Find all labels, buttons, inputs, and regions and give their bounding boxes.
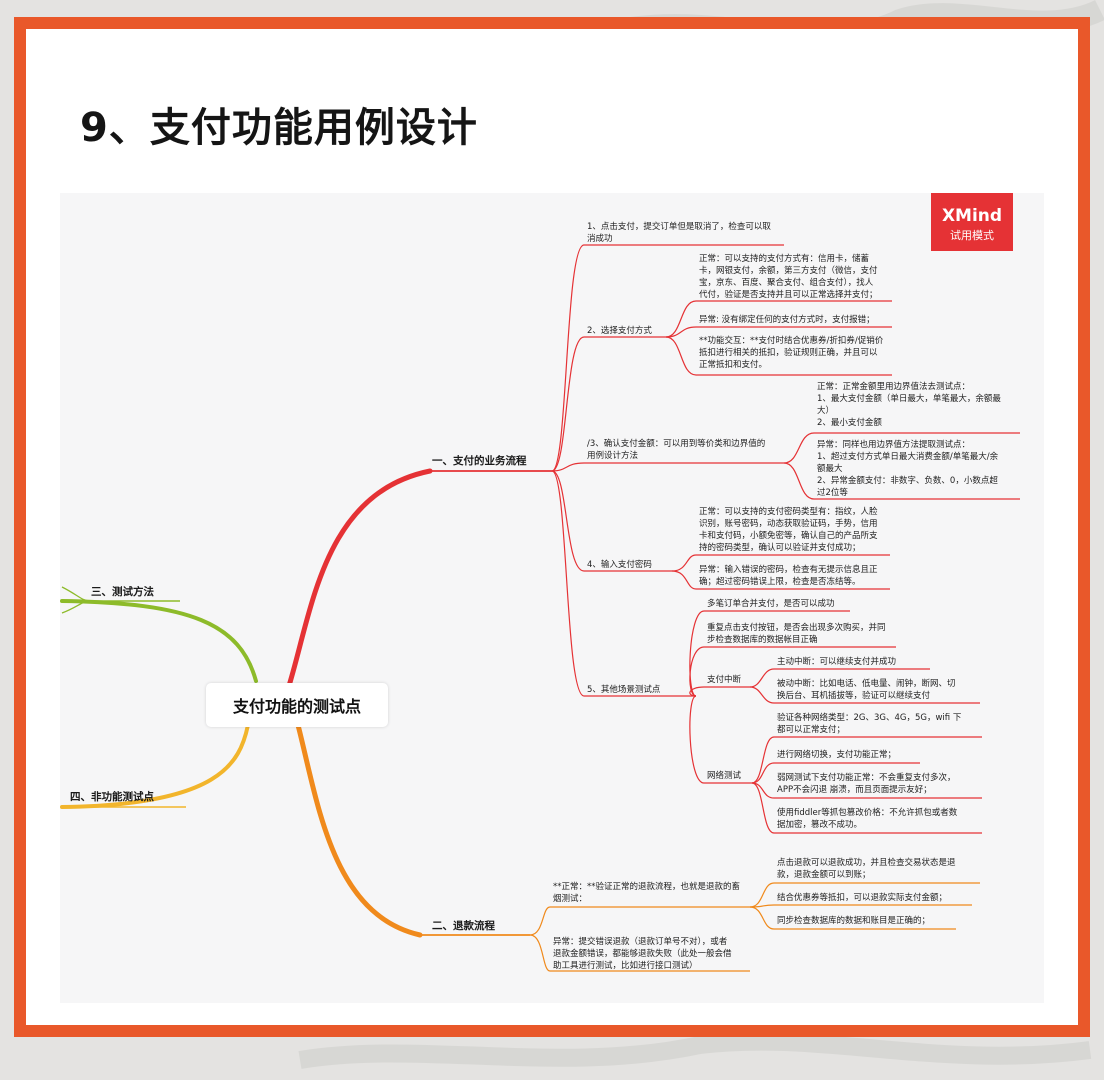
topic-network-switch[interactable]: 进行网络切换，支付功能正常； bbox=[777, 750, 897, 760]
branch-business-flow[interactable]: 一、支付的业务流程 bbox=[432, 455, 527, 467]
topic-refund-abnormal[interactable]: 异常：提交错误退款（退款订单号不对），或者 退款金额错误，都能够退款失败（此处一… bbox=[553, 937, 732, 971]
page-title: 9、支付功能用例设计 bbox=[80, 105, 478, 151]
topic-pay-interrupt[interactable]: 支付中断 bbox=[707, 675, 742, 685]
topic-refund-item-3[interactable]: 同步检查数据库的数据和账目是正确的； bbox=[777, 916, 931, 926]
topic-method-interaction[interactable]: **功能交互：**支付时结合优惠券/折扣券/促销价 抵扣进行相关的抵扣，验证规则… bbox=[699, 336, 884, 370]
branch-curve-nonfunc bbox=[60, 723, 250, 809]
topic-refund-item-1[interactable]: 点击退款可以退款成功，并且检查交易状态是退 款，退款金额可以到账； bbox=[777, 858, 956, 880]
topic-network-test[interactable]: 网络测试 bbox=[707, 771, 742, 781]
mindmap-canvas: XMind 试用模式 支付功能的测试点 一、支付的业务流程 二、退款流程 三、测… bbox=[60, 193, 1044, 1003]
topic-fiddler-tamper[interactable]: 使用fiddler等抓包篡改价格：不允许抓包或者数 据加密，篡改不成功。 bbox=[777, 808, 958, 830]
topic-weak-network[interactable]: 弱网测试下支付功能正常：不会重复支付多次， APP不会闪退 崩溃，而且页面提示友… bbox=[777, 773, 956, 795]
branch-test-methods[interactable]: 三、测试方法 bbox=[91, 586, 154, 598]
topic-click-pay-cancel[interactable]: 1、点击支付，提交订单但是取消了，检查可以取 消成功 bbox=[587, 222, 771, 244]
topic-other-scenarios[interactable]: 5、其他场景测试点 bbox=[587, 685, 661, 695]
topic-refund-normal[interactable]: **正常：**验证正常的退款流程，也就是退款的畜 烟测试： bbox=[553, 882, 741, 904]
topic-confirm-amount[interactable]: /3、确认支付金额：可以用到等价类和边界值的 用例设计方法 bbox=[587, 439, 766, 461]
topic-password-normal[interactable]: 正常：可以支持的支付密码类型有：指纹，人脸 识别，账号密码，动态获取验证码，手势… bbox=[699, 507, 878, 553]
mindmap-connectors bbox=[60, 244, 1020, 972]
topic-interrupt-passive[interactable]: 被动中断：比如电话、低电量、闹钟，断网、切 换后台、耳机插拔等，验证可以继续支付 bbox=[777, 679, 956, 701]
branch-curve-method bbox=[60, 599, 258, 683]
topic-refund-item-2[interactable]: 结合优惠券等抵扣，可以退款实际支付金额； bbox=[777, 893, 948, 903]
topic-enter-password[interactable]: 4、输入支付密码 bbox=[587, 560, 652, 570]
branch-nonfunctional-tests[interactable]: 四、非功能测试点 bbox=[70, 791, 154, 803]
branch-refund-flow[interactable]: 二、退款流程 bbox=[432, 920, 495, 932]
branch-curve-refund bbox=[295, 722, 423, 938]
branch-curve-flow bbox=[285, 468, 433, 692]
trial-mode-text: 试用模式 bbox=[950, 229, 994, 242]
xmind-trial-badge: XMind 试用模式 bbox=[931, 193, 1013, 251]
topic-repeat-click-pay[interactable]: 重复点击支付按钮，是否会出现多次购买，并同 步检查数据库的数据帐目正确 bbox=[707, 623, 886, 645]
topic-method-abnormal[interactable]: 异常: 没有绑定任何的支付方式时，支付报错； bbox=[699, 315, 875, 325]
topic-interrupt-active[interactable]: 主动中断：可以继续支付并成功 bbox=[777, 657, 897, 667]
topic-multi-order-pay[interactable]: 多笔订单合并支付，是否可以成功 bbox=[707, 599, 835, 609]
central-topic[interactable]: 支付功能的测试点 bbox=[206, 683, 388, 727]
topic-network-types[interactable]: 验证各种网络类型：2G、3G、4G，5G，wifi 下 都可以正常支付； bbox=[777, 713, 962, 735]
topic-amount-normal[interactable]: 正常：正常金额里用边界值法去测试点： 1、最大支付金额（单日最大，单笔最大，余额… bbox=[817, 382, 1001, 428]
topic-choose-payment-method[interactable]: 2、选择支付方式 bbox=[587, 326, 652, 336]
topic-amount-abnormal[interactable]: 异常：同样也用边界值方法提取测试点： 1、超过支付方式单日最大消费金额/单笔最大… bbox=[817, 440, 999, 498]
xmind-logo-text: XMind bbox=[941, 206, 1003, 226]
topic-method-normal[interactable]: 正常：可以支持的支付方式有：信用卡，储蓄 卡，网银支付，余额，第三方支付（微信，… bbox=[699, 254, 878, 300]
topic-password-abnormal[interactable]: 异常：输入错误的密码，检查有无提示信息且正 确；超过密码错误上限，检查是否冻结等… bbox=[699, 565, 878, 587]
